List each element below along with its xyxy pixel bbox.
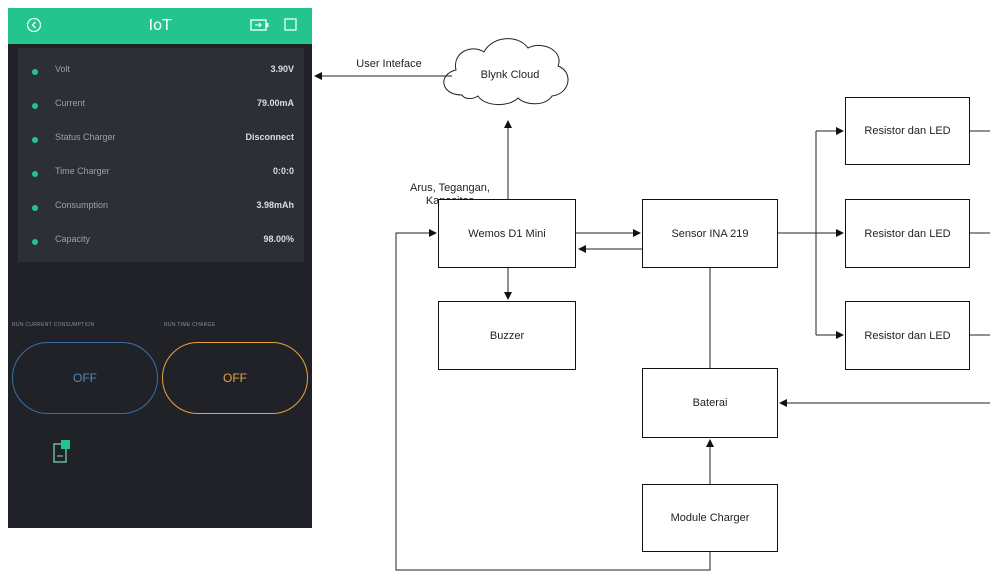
row-label: Status Charger — [55, 132, 116, 142]
status-dot — [32, 69, 38, 75]
row-status-charger: Status Charger Disconnect — [18, 130, 304, 150]
row-volt: Volt 3.90V — [18, 62, 304, 82]
consumption-button-caption: RUN CURRENT CONSUMPTION — [12, 322, 95, 328]
row-value: 0:0:0 — [272, 166, 294, 176]
buzzer-block: Buzzer — [438, 301, 576, 370]
app-top-bar: IoT — [8, 8, 312, 44]
app-title: IoT — [148, 16, 172, 34]
charge-button-caption: RUN TIME CHARGE — [164, 322, 216, 328]
row-label: Time Charger — [55, 166, 110, 176]
status-dot — [32, 137, 38, 143]
row-label: Current — [55, 98, 86, 108]
tablet-widget-icon[interactable] — [52, 439, 70, 463]
row-value: 79.00mA — [256, 98, 294, 108]
charge-toggle-button[interactable]: OFF — [162, 342, 308, 414]
status-dot — [32, 171, 38, 177]
cloud-shape — [443, 38, 569, 105]
sensor-ina219-block: Sensor INA 219 — [642, 199, 778, 268]
row-value: Disconnect — [245, 132, 294, 142]
row-value: 98.00% — [263, 234, 294, 244]
status-dot — [32, 103, 38, 109]
resistor-led-block-3: Resistor dan LED — [845, 301, 970, 370]
status-dot — [32, 239, 38, 245]
consumption-toggle-button[interactable]: OFF — [12, 342, 158, 414]
blynk-app-screenshot: IoT Volt 3.90V Current 79.00mA Status Ch… — [8, 8, 312, 528]
status-dot — [32, 205, 38, 211]
resistor-led-block-2: Resistor dan LED — [845, 199, 970, 268]
row-value: 3.98mAh — [256, 200, 294, 210]
row-label: Capacity — [55, 234, 91, 244]
square-icon[interactable] — [284, 17, 298, 37]
measurements-label-line-1: Arus, Tegangan, — [410, 182, 490, 194]
battery-icon[interactable] — [250, 17, 270, 37]
user-interface-label: User Inteface — [356, 58, 422, 70]
wemos-d1-mini-block: Wemos D1 Mini — [438, 199, 576, 268]
baterai-block: Baterai — [642, 368, 778, 438]
module-charger-block: Module Charger — [642, 484, 778, 552]
row-time-charger: Time Charger 0:0:0 — [18, 164, 304, 184]
arrow-charger-loop-to-wemos — [395, 229, 711, 571]
resistor-led-block-1: Resistor dan LED — [845, 97, 970, 165]
row-capacity: Capacity 98.00% — [18, 232, 304, 252]
row-consumption: Consumption 3.98mAh — [18, 198, 304, 218]
value-display-panel: Volt 3.90V Current 79.00mA Status Charge… — [18, 48, 304, 262]
row-label: Consumption — [55, 200, 109, 210]
row-label: Volt — [55, 64, 71, 74]
row-current: Current 79.00mA — [18, 96, 304, 116]
row-value: 3.90V — [270, 64, 294, 74]
blynk-cloud-label: Blynk Cloud — [480, 69, 540, 81]
back-arrow-icon[interactable] — [26, 17, 42, 37]
